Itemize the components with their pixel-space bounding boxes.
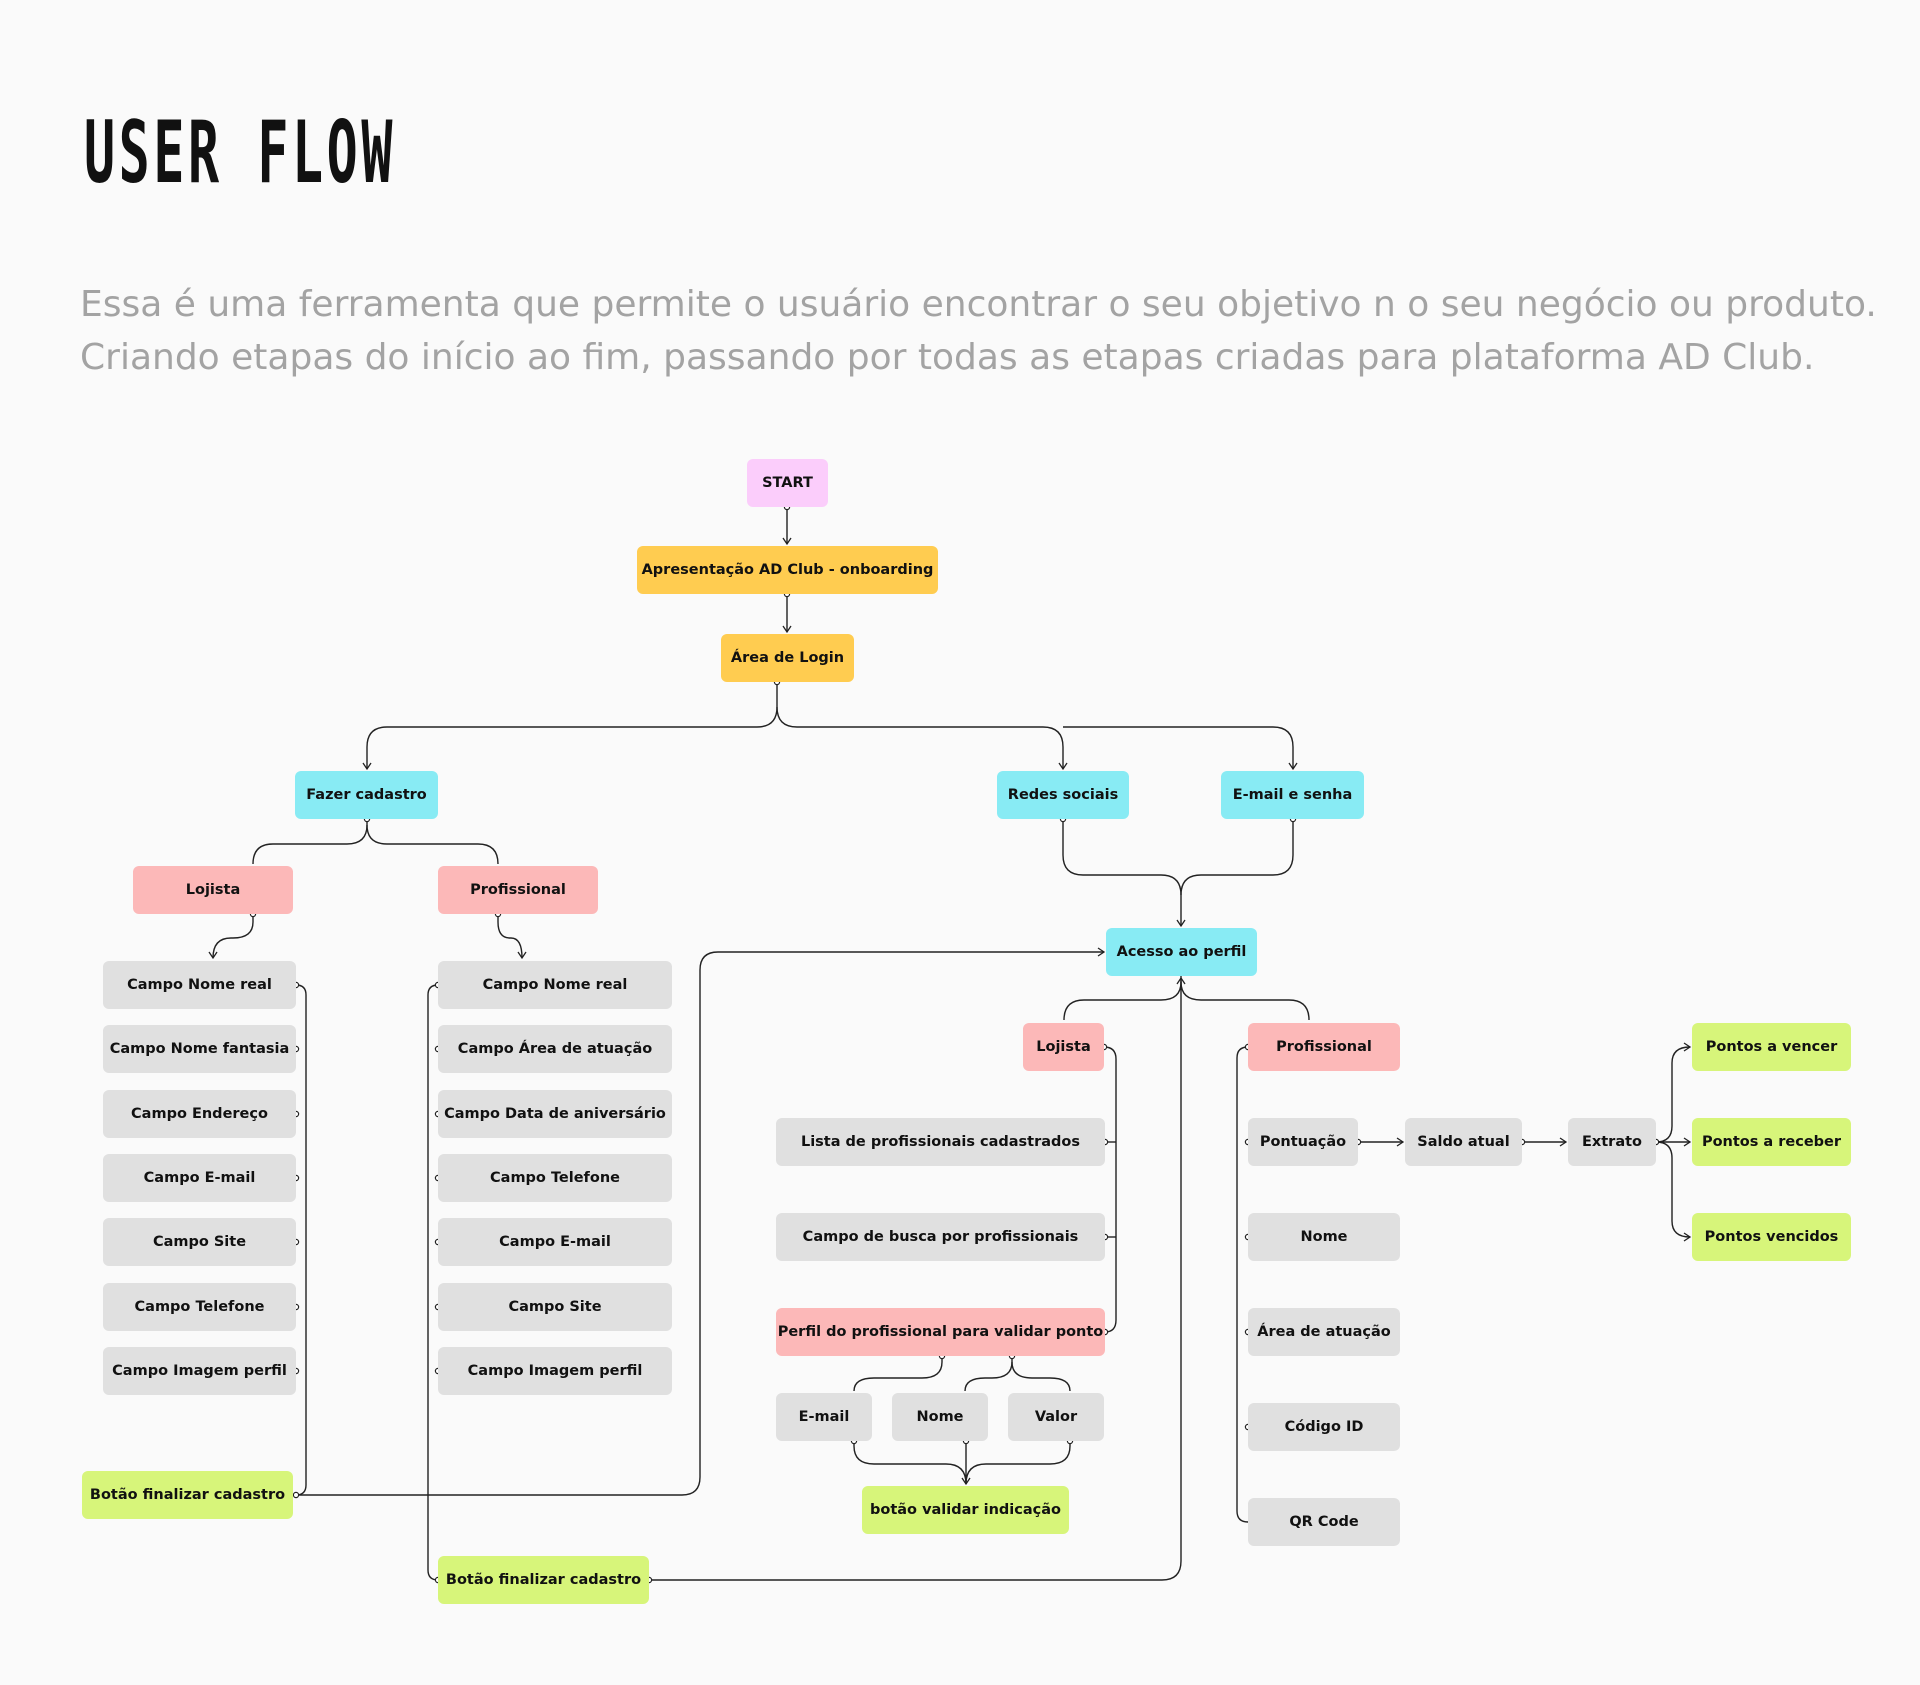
professionals-search-node[interactable]: Campo de busca por profissionais bbox=[776, 1213, 1105, 1261]
profile-professional-node[interactable]: Profissional bbox=[1248, 1023, 1400, 1071]
current-balance-node[interactable]: Saldo atual bbox=[1405, 1118, 1522, 1166]
connector-26 bbox=[965, 1441, 1071, 1485]
connector-3 bbox=[362, 682, 778, 771]
retailer-field-name[interactable]: Campo Nome real bbox=[103, 961, 296, 1009]
professional-field-area[interactable]: Campo Área de atuação bbox=[438, 1025, 672, 1073]
professional-area-node[interactable]: Área de atuação bbox=[1248, 1308, 1400, 1356]
points-node[interactable]: Pontuação bbox=[1248, 1118, 1358, 1166]
validate-value-field[interactable]: Valor bbox=[1008, 1393, 1104, 1441]
professional-finish-signup-button[interactable]: Botão finalizar cadastro bbox=[438, 1556, 649, 1604]
connector-17 bbox=[1180, 981, 1310, 1021]
page-description: Essa é uma ferramenta que permite o usuá… bbox=[80, 278, 1880, 384]
professional-field-birthday[interactable]: Campo Data de aniversário bbox=[438, 1090, 672, 1138]
connector-18 bbox=[1103, 1046, 1117, 1333]
signup-professional-node[interactable]: Profissional bbox=[438, 866, 598, 914]
statement-node[interactable]: Extrato bbox=[1568, 1118, 1656, 1166]
retailer-field-address[interactable]: Campo Endereço bbox=[103, 1090, 296, 1138]
social-login-node[interactable]: Redes sociais bbox=[997, 771, 1129, 819]
connector-15 bbox=[1180, 819, 1294, 896]
onboarding-node[interactable]: Apresentação AD Club - onboarding bbox=[637, 546, 938, 594]
validate-email-field[interactable]: E-mail bbox=[776, 1393, 872, 1441]
description-line-1: Essa é uma ferramenta que permite o usuá… bbox=[80, 284, 1877, 325]
connector-6 bbox=[252, 819, 368, 865]
email-password-node[interactable]: E-mail e senha bbox=[1221, 771, 1364, 819]
professionals-list-node[interactable]: Lista de profissionais cadastrados bbox=[776, 1118, 1105, 1166]
connector-dot bbox=[292, 1491, 300, 1499]
connector-12 bbox=[296, 947, 1106, 1496]
professional-qr-code-node[interactable]: QR Code bbox=[1248, 1498, 1400, 1546]
connector-5 bbox=[1063, 726, 1298, 771]
retailer-field-phone[interactable]: Campo Telefone bbox=[103, 1283, 296, 1331]
connector-32 bbox=[1655, 1141, 1692, 1242]
professional-name-node[interactable]: Nome bbox=[1248, 1213, 1400, 1261]
signup-retailer-node[interactable]: Lojista bbox=[133, 866, 293, 914]
connector-4 bbox=[776, 706, 1068, 771]
page-title: USER FLOW bbox=[84, 103, 396, 203]
validate-points-profile-node[interactable]: Perfil do profissional para validar pont… bbox=[776, 1308, 1105, 1356]
login-area-node[interactable]: Área de Login bbox=[721, 634, 854, 682]
start-node[interactable]: START bbox=[747, 459, 828, 507]
retailer-finish-signup-button[interactable]: Botão finalizar cadastro bbox=[82, 1471, 293, 1519]
professional-field-phone[interactable]: Campo Telefone bbox=[438, 1154, 672, 1202]
signup-node[interactable]: Fazer cadastro bbox=[295, 771, 438, 819]
connector-lines bbox=[208, 507, 1692, 1581]
connector-30 bbox=[1655, 1042, 1692, 1143]
description-line-2: Criando etapas do início ao fim, passand… bbox=[80, 337, 1815, 378]
points-to-expire-node[interactable]: Pontos a vencer bbox=[1692, 1023, 1851, 1071]
connector-27 bbox=[1236, 1046, 1249, 1523]
connector-23 bbox=[1011, 1361, 1071, 1392]
connector-11 bbox=[427, 984, 439, 1581]
retailer-field-email[interactable]: Campo E-mail bbox=[103, 1154, 296, 1202]
professional-code-id-node[interactable]: Código ID bbox=[1248, 1403, 1400, 1451]
connector-14 bbox=[1062, 819, 1186, 928]
validate-referral-button[interactable]: botão validar indicação bbox=[862, 1486, 1069, 1534]
validate-name-field[interactable]: Nome bbox=[892, 1393, 988, 1441]
professional-field-name[interactable]: Campo Nome real bbox=[438, 961, 672, 1009]
profile-retailer-node[interactable]: Lojista bbox=[1023, 1023, 1104, 1071]
connector-13 bbox=[649, 976, 1186, 1581]
connector-7 bbox=[366, 824, 499, 865]
professional-field-site[interactable]: Campo Site bbox=[438, 1283, 672, 1331]
retailer-field-trade-name[interactable]: Campo Nome fantasia bbox=[103, 1025, 296, 1073]
retailer-field-site[interactable]: Campo Site bbox=[103, 1218, 296, 1266]
connector-24 bbox=[853, 1441, 971, 1486]
professional-field-email[interactable]: Campo E-mail bbox=[438, 1218, 672, 1266]
professional-field-image[interactable]: Campo Imagem perfil bbox=[438, 1347, 672, 1395]
connector-22 bbox=[964, 1356, 1013, 1392]
connector-9 bbox=[497, 914, 527, 960]
expired-points-node[interactable]: Pontos vencidos bbox=[1692, 1213, 1851, 1261]
connector-8 bbox=[208, 914, 254, 960]
connector-16 bbox=[1063, 976, 1182, 1021]
retailer-field-image[interactable]: Campo Imagem perfil bbox=[103, 1347, 296, 1395]
points-to-receive-node[interactable]: Pontos a receber bbox=[1692, 1118, 1851, 1166]
connector-10 bbox=[295, 984, 307, 1496]
profile-access-node[interactable]: Acesso ao perfil bbox=[1106, 928, 1257, 976]
connector-21 bbox=[853, 1356, 943, 1392]
